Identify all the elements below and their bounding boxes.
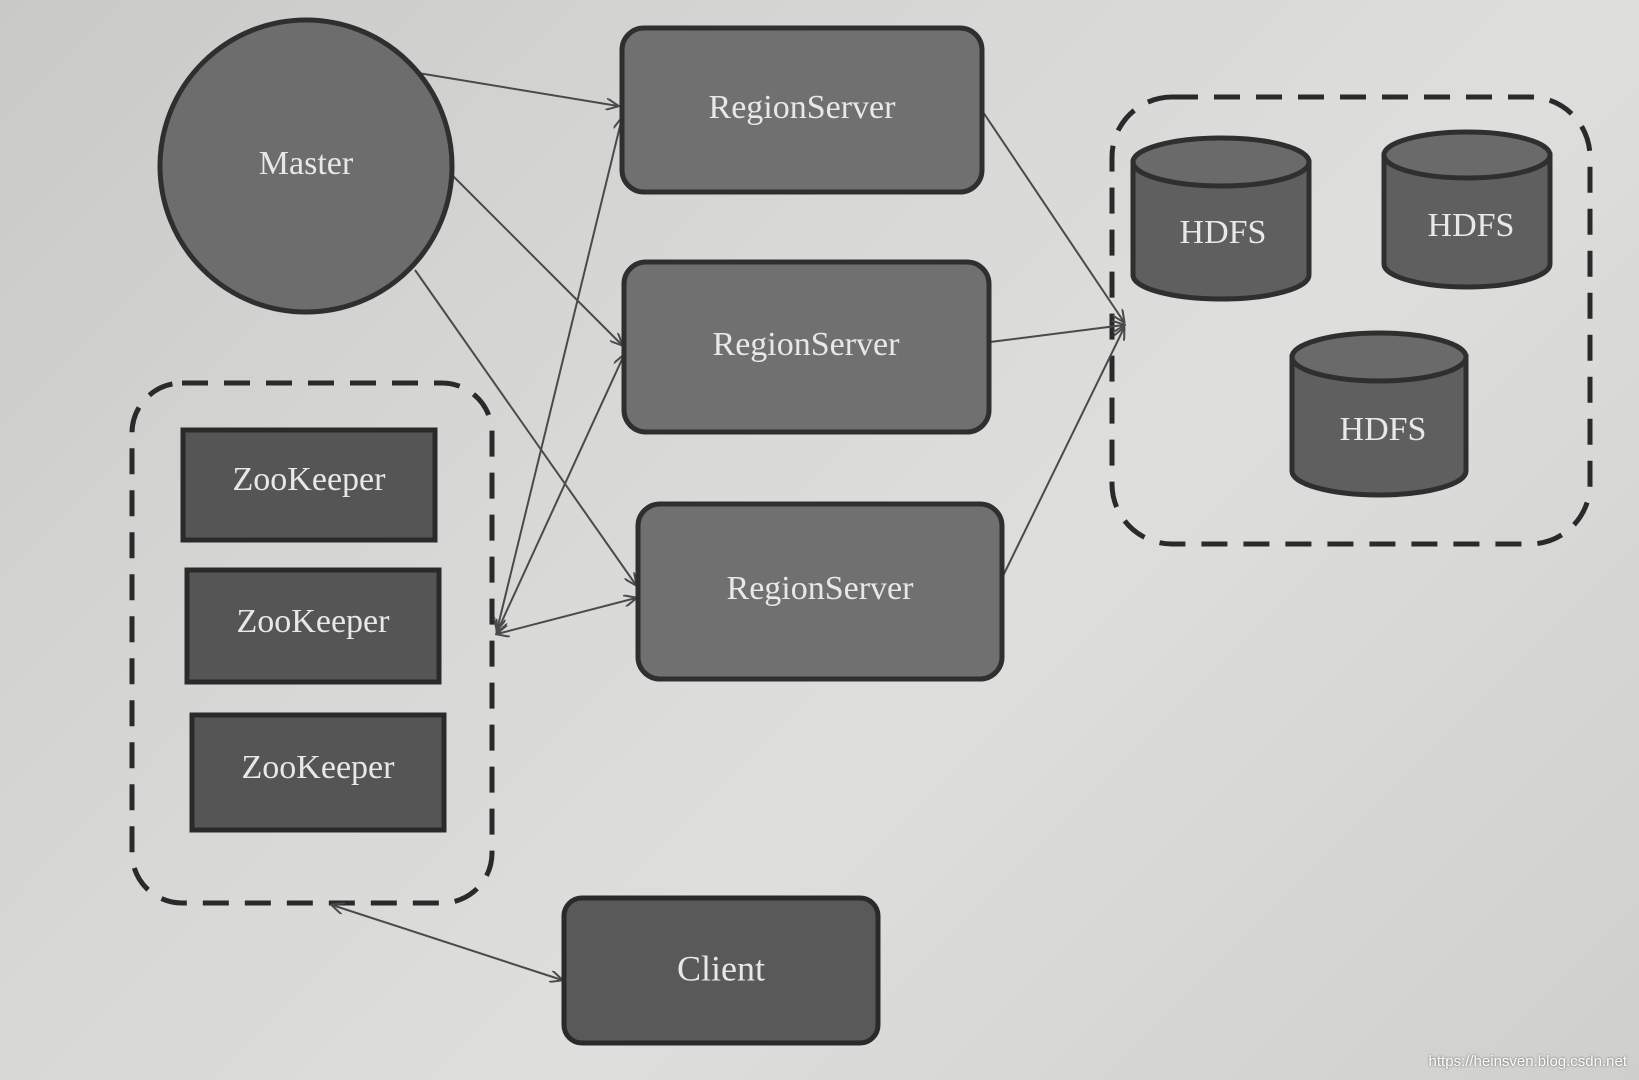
zookeeper-node-3: ZooKeeper [189, 712, 447, 833]
master-node: Master [157, 17, 455, 315]
zookeeper-group-boundary [129, 380, 495, 906]
zookeeper-label: ZooKeeper [237, 603, 391, 640]
zookeeper-box [189, 712, 447, 833]
connection-lines [332, 71, 1124, 980]
hdfs-cylinder-top [1381, 129, 1553, 181]
edge-zk-client [332, 905, 562, 980]
region-server-box [635, 501, 1005, 682]
hdfs-node-3: HDFS [1289, 330, 1469, 498]
region-server-label: RegionServer [727, 570, 915, 607]
hdfs-cylinder-body [1381, 152, 1553, 290]
edge-master-rs2 [451, 174, 622, 345]
edge-master-rs1 [411, 71, 618, 106]
hdfs-cylinder-top [1289, 330, 1469, 384]
client-box [561, 895, 881, 1046]
hdfs-node-2: HDFS [1381, 129, 1553, 290]
master-circle [157, 17, 455, 315]
region-server-3: RegionServer [635, 501, 1005, 682]
zookeeper-node-2: ZooKeeper [184, 567, 442, 685]
edge-rs2-hdfs [989, 325, 1124, 343]
hdfs-cylinder-body [1289, 354, 1469, 498]
edge-zk-rs2 [497, 355, 624, 632]
edge-master-rs3 [414, 269, 636, 585]
hdfs-label: HDFS [1340, 411, 1427, 448]
edge-rs3-hdfs [1001, 328, 1124, 579]
master-label: Master [259, 145, 354, 182]
zookeeper-label: ZooKeeper [233, 461, 387, 498]
region-server-label: RegionServer [709, 89, 897, 126]
region-server-label: RegionServer [713, 326, 901, 363]
zookeeper-box [184, 567, 442, 685]
watermark-url: https://heinsven.blog.csdn.net [1428, 1053, 1627, 1070]
hdfs-node-1: HDFS [1130, 135, 1312, 302]
region-server-box [619, 25, 985, 195]
client-node: Client [561, 895, 881, 1046]
hdfs-label: HDFS [1180, 214, 1267, 251]
hdfs-label: HDFS [1428, 207, 1515, 244]
hdfs-cylinder-top [1130, 135, 1312, 189]
edge-zk-rs3 [497, 598, 636, 634]
region-server-box [621, 259, 992, 435]
client-label: Client [677, 948, 765, 988]
edge-zk-rs1 [497, 118, 622, 630]
zookeeper-label: ZooKeeper [242, 749, 396, 786]
zookeeper-box [180, 427, 438, 543]
zookeeper-node-1: ZooKeeper [180, 427, 438, 543]
edge-rs1-hdfs [982, 111, 1124, 322]
region-server-2: RegionServer [621, 259, 992, 435]
region-server-1: RegionServer [619, 25, 985, 195]
hdfs-cylinder-body [1130, 159, 1312, 302]
